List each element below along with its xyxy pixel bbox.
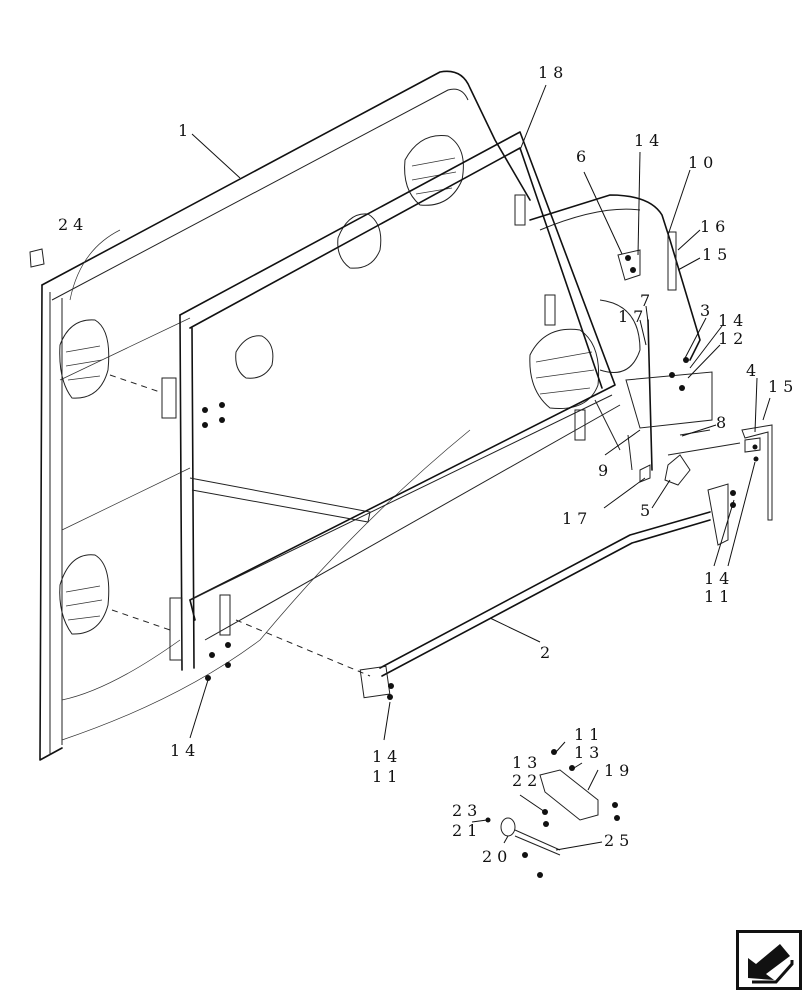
- callout-22: 22: [512, 771, 542, 790]
- callout-7: 7: [640, 291, 655, 310]
- callout-17-b: 17: [562, 509, 592, 528]
- frame: [179, 131, 621, 671]
- callout-15-b: 15: [768, 377, 798, 396]
- callout-6: 6: [576, 147, 591, 166]
- callout-3: 3: [700, 301, 715, 320]
- hood-panel: [39, 70, 600, 761]
- callout-23: 23: [452, 801, 482, 820]
- callout-2: 2: [540, 643, 555, 662]
- callout-4: 4: [746, 361, 761, 380]
- callout-25: 25: [604, 831, 634, 850]
- hinge-brackets: [161, 194, 586, 681]
- callout-1: 1: [178, 121, 193, 140]
- callout-19: 19: [604, 761, 634, 780]
- callout-24: 24: [58, 215, 88, 234]
- callout-13-a: 13: [512, 753, 542, 772]
- callout-10: 10: [688, 153, 718, 172]
- callout-labels: 1 18 6 14 10 16 15 7 3 17 14 12 4 15 8 9…: [58, 63, 798, 866]
- callout-5: 5: [640, 501, 655, 520]
- callout-14-bottom-left: 14: [170, 741, 200, 760]
- callout-13-b: 13: [574, 743, 604, 762]
- callout-20: 20: [482, 847, 512, 866]
- callout-8: 8: [716, 413, 731, 432]
- callout-21: 21: [452, 821, 482, 840]
- callout-14-pair-center: 14: [372, 747, 402, 766]
- callout-11-pair-center: 11: [372, 767, 402, 786]
- callout-15-a: 15: [702, 245, 732, 264]
- latch-kit: [485, 749, 620, 878]
- support-rod: [359, 483, 736, 700]
- callout-16: 16: [700, 217, 730, 236]
- callout-14-pair-right: 14: [704, 569, 734, 588]
- callout-11-pair-right: 11: [704, 587, 734, 606]
- callout-14-right: 14: [718, 311, 748, 330]
- callout-18: 18: [538, 63, 568, 82]
- leader-lines: [189, 84, 771, 851]
- decal-tag: [29, 248, 45, 268]
- callout-9: 9: [598, 461, 613, 480]
- callout-14-top: 14: [634, 131, 664, 150]
- previous-page-arrow-icon[interactable]: [736, 930, 802, 990]
- callout-12: 12: [718, 329, 748, 348]
- callout-11-kit: 11: [574, 725, 604, 744]
- callout-17-a: 17: [618, 307, 648, 326]
